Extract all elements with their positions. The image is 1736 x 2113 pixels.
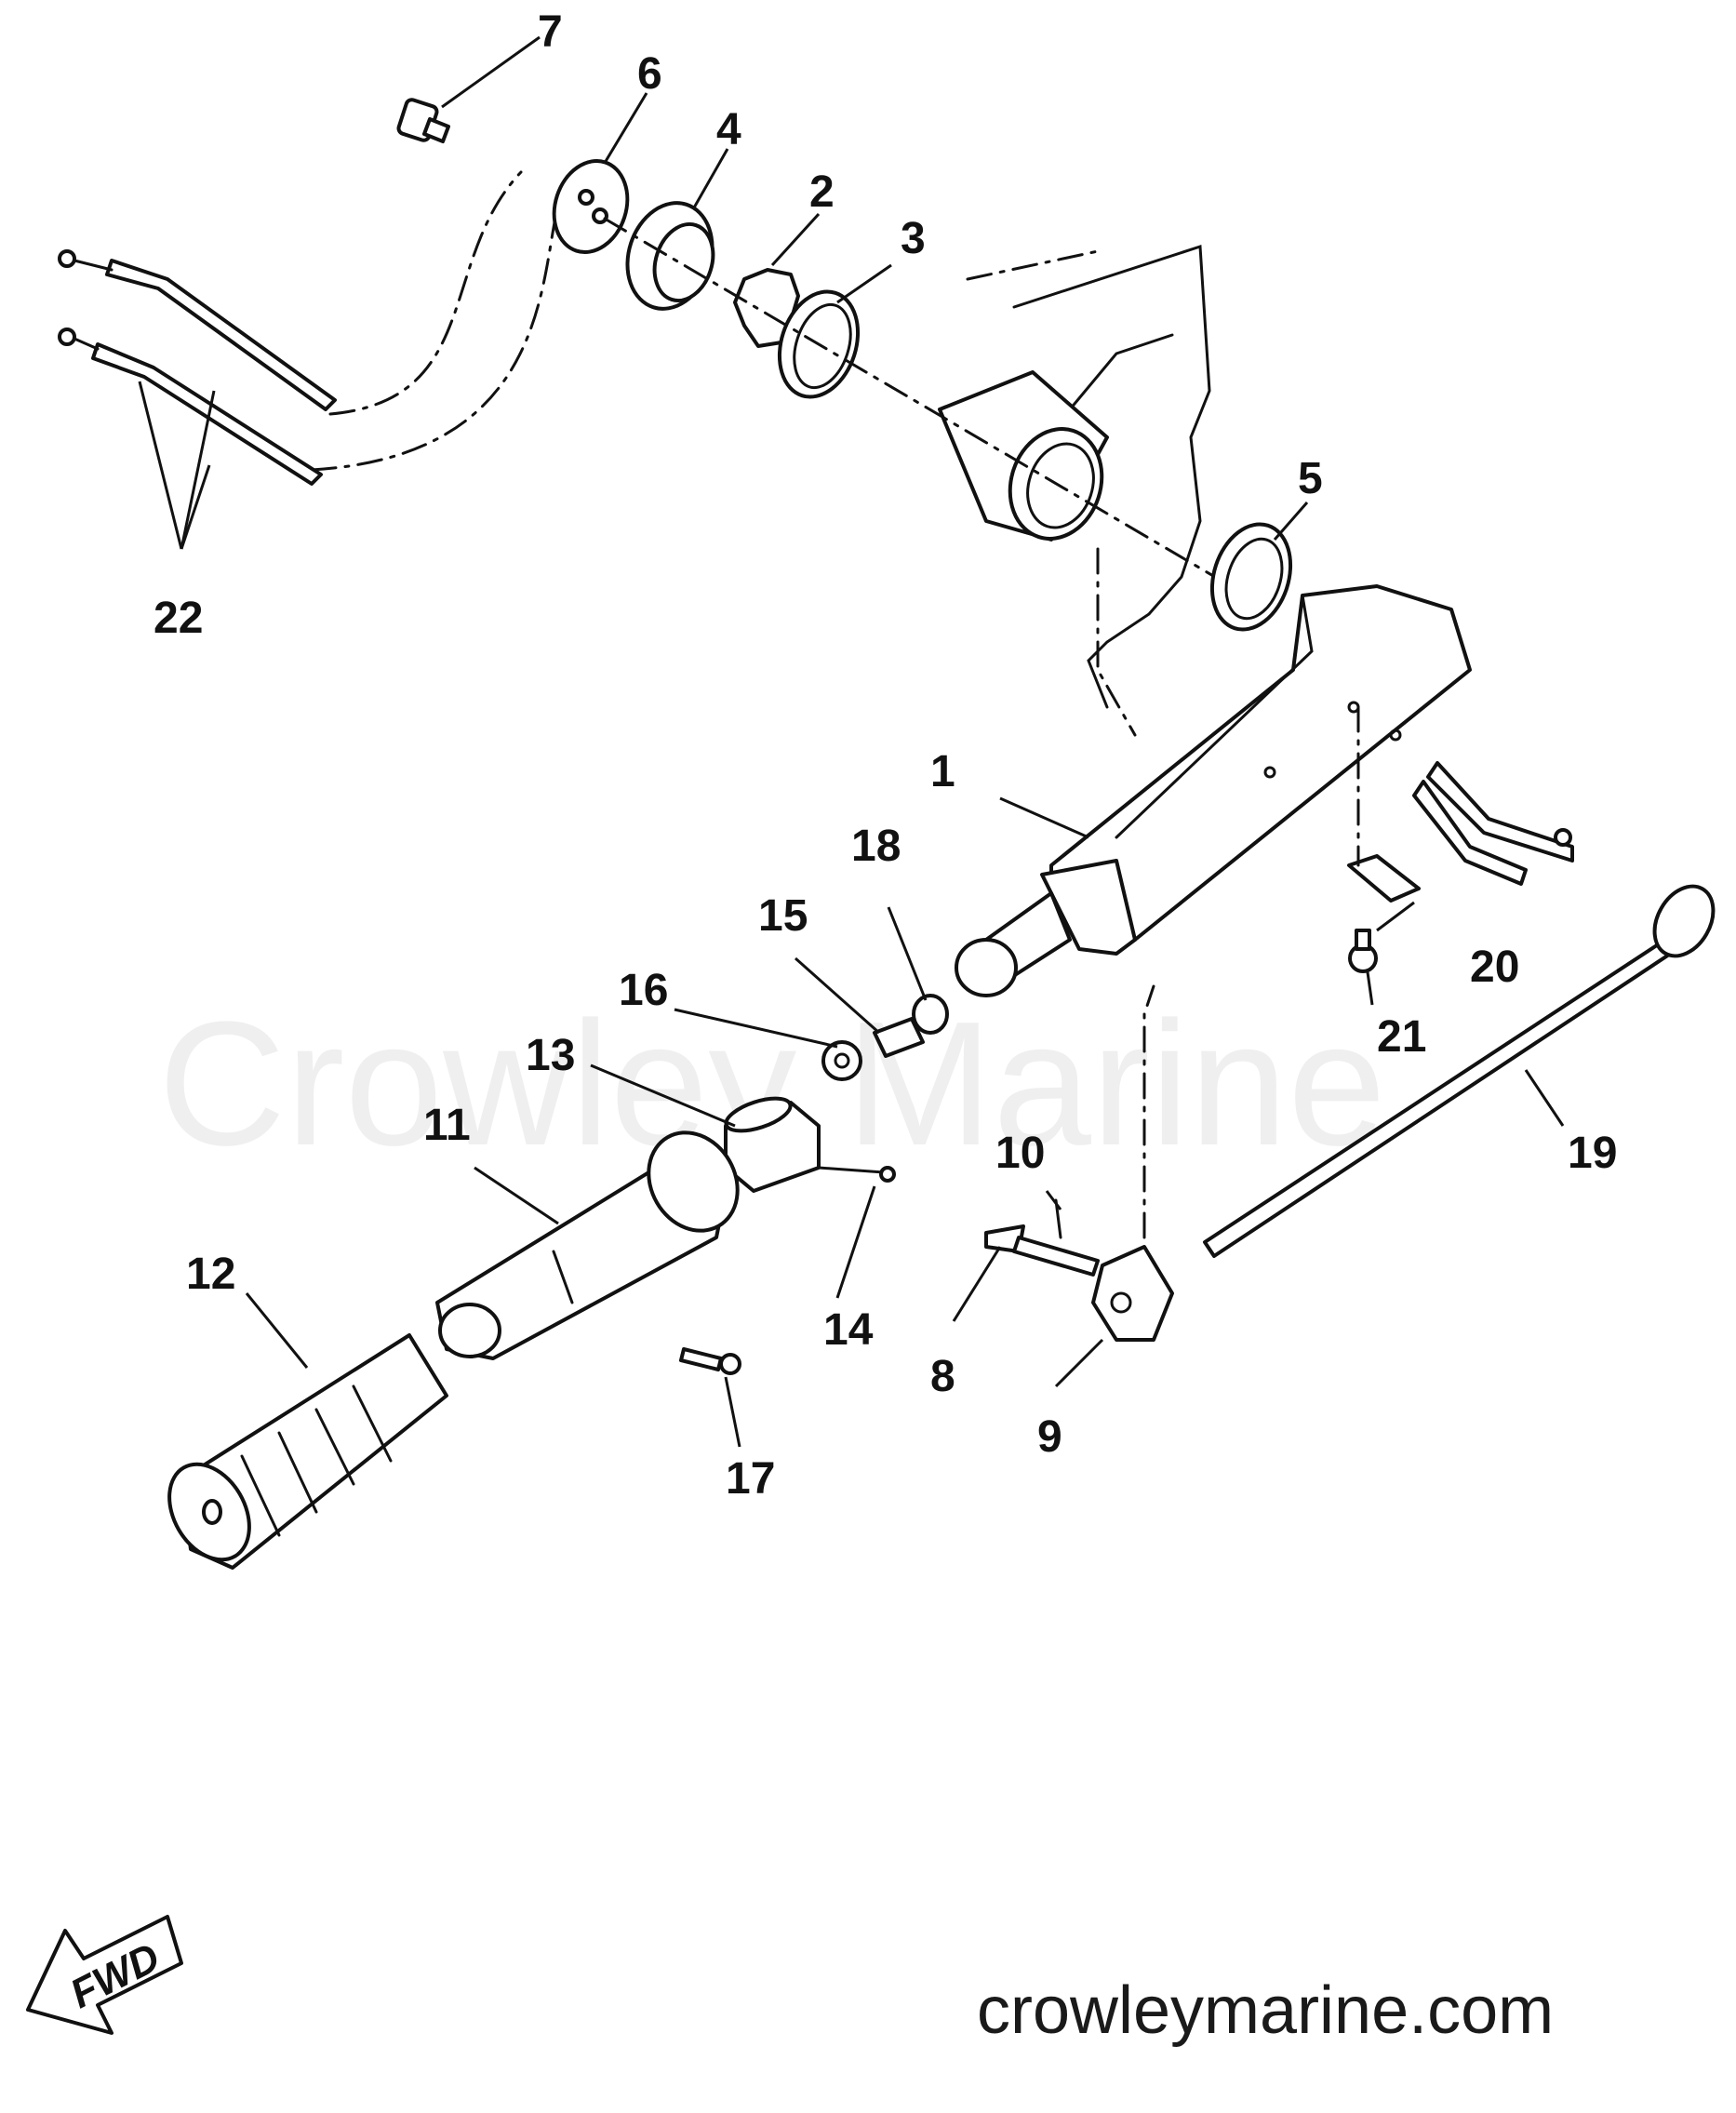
callout-11: 11	[423, 1101, 471, 1150]
callout-10: 10	[995, 1129, 1045, 1178]
callout-5: 5	[1298, 454, 1323, 503]
leader-lines	[138, 35, 1565, 1448]
callout-17: 17	[726, 1454, 775, 1504]
callout-22: 22	[154, 594, 203, 643]
screw-part-17	[679, 1347, 741, 1375]
callout-1: 1	[930, 747, 955, 796]
callout-9: 9	[1037, 1412, 1062, 1462]
mount-tube	[603, 217, 1249, 597]
rod-part-19	[1203, 884, 1716, 1258]
seal-part-5	[1209, 522, 1293, 632]
callout-16: 16	[619, 966, 668, 1015]
callout-14: 14	[823, 1305, 874, 1355]
bolt-part-7	[396, 98, 450, 143]
grip-part-12	[167, 1333, 448, 1570]
bracket-part-9	[1091, 984, 1174, 1342]
website-label: crowleymarine.com	[977, 1973, 1554, 2048]
callout-18: 18	[851, 822, 901, 871]
bushing-part-4	[625, 201, 715, 311]
engine-bracket-outline	[966, 244, 1211, 737]
callout-7: 7	[538, 7, 563, 57]
fwd-arrow: FWD	[26, 1915, 183, 2035]
callout-3: 3	[901, 214, 926, 263]
callout-20: 20	[1470, 943, 1519, 992]
washer-part-2	[733, 268, 800, 348]
callout-2: 2	[809, 167, 835, 217]
callout-4: 4	[716, 105, 741, 154]
callout-labels: 1 2 3 4 5 6 7 8 9 10 11 12 13 14 15 16 1…	[154, 7, 1617, 1504]
plate-part-20	[1347, 705, 1421, 903]
throttle-cables	[58, 249, 337, 486]
callout-21: 21	[1377, 1012, 1426, 1062]
screw-part-21	[1348, 929, 1378, 973]
tiller-arm-part-1	[955, 584, 1574, 997]
callout-15: 15	[758, 891, 808, 941]
spring-part-15	[873, 1017, 925, 1058]
grip-tube-part-11	[435, 1130, 740, 1360]
callout-6: 6	[637, 49, 662, 99]
callout-19: 19	[1568, 1129, 1617, 1178]
cap-part-18	[912, 994, 949, 1035]
callout-8: 8	[930, 1352, 955, 1401]
wing-bolt-part-8	[984, 1224, 1100, 1277]
washer-part-16	[821, 1040, 862, 1081]
callout-13: 13	[526, 1031, 575, 1080]
screw-part-14	[817, 1166, 896, 1183]
cable-loop	[310, 170, 560, 472]
plate-part-6	[552, 159, 630, 254]
callout-12: 12	[186, 1250, 235, 1299]
